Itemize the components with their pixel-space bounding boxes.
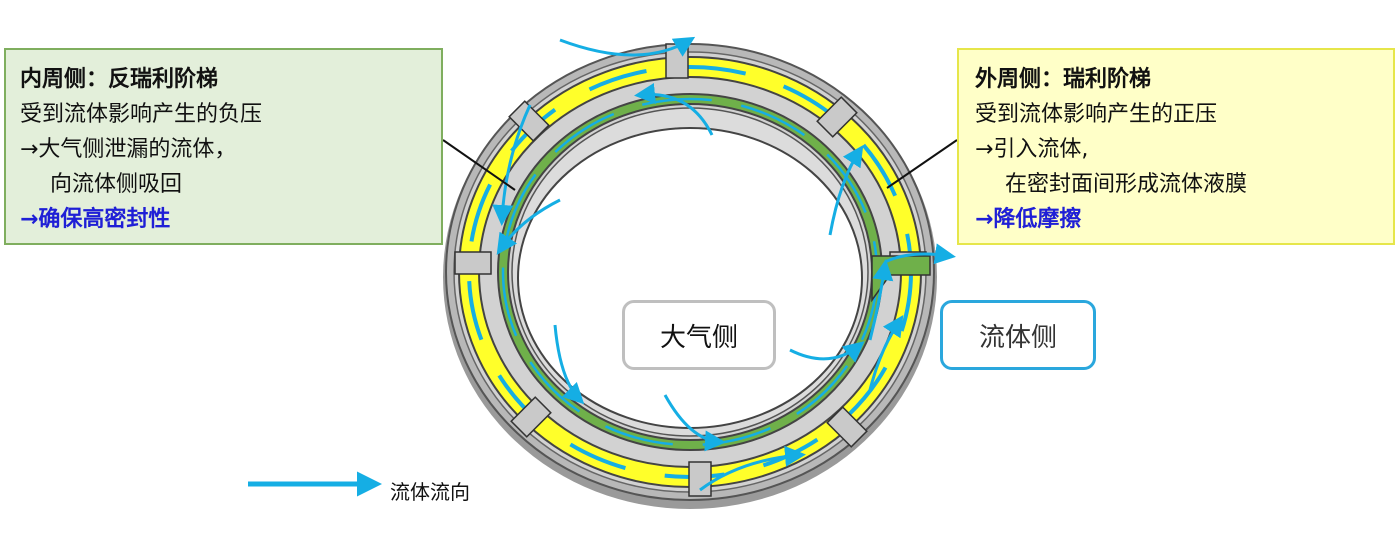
fluid-side-label: 流体侧 [940, 300, 1096, 370]
flow-arrow [496, 198, 561, 255]
inner-side-line: 受到流体影响产生的负压 [20, 102, 263, 127]
atmosphere-side-text: 大气侧 [659, 322, 738, 353]
flow-arrow [868, 315, 904, 391]
inner-side-line: →大气侧泄漏的流体， [20, 137, 237, 162]
flow-arrow [559, 36, 696, 57]
flow-arrows [492, 36, 956, 492]
flow-arrow [884, 243, 956, 265]
outer-side-line: →引入流体, [975, 137, 1089, 162]
ring-bore [511, 107, 869, 437]
right-callout-leader [886, 139, 958, 189]
inner-side-emphasis: →确保高密封性 [20, 207, 171, 232]
atmosphere-side-label: 大气侧 [622, 300, 776, 370]
legend-label: 流体流向 [390, 480, 470, 504]
outer-side-callout: 外周侧：瑞利阶梯 受到流体影响产生的正压 →引入流体, 在密封面间形成流体液膜 … [957, 48, 1395, 245]
flow-arrow [789, 341, 865, 363]
flow-arrow [634, 83, 714, 136]
left-callout-leader [442, 139, 516, 191]
flow-arrow [663, 394, 726, 452]
flow-arrow [868, 259, 894, 341]
fluid-side-text: 流体侧 [978, 322, 1057, 353]
outer-side-line: 受到流体影响产生的正压 [975, 102, 1218, 127]
inner-side-title: 内周侧：反瑞利阶梯 [20, 67, 219, 92]
flow-arrow [699, 445, 806, 492]
outer-side-line: 在密封面间形成流体液膜 [1005, 172, 1248, 197]
flow-arrow [828, 145, 864, 236]
flow-arrow [492, 104, 532, 226]
outer-side-emphasis: →降低摩擦 [975, 207, 1082, 232]
outer-side-title: 外周侧：瑞利阶梯 [975, 67, 1152, 92]
inner-side-callout: 内周侧：反瑞利阶梯 受到流体影响产生的负压 →大气侧泄漏的流体， 向流体侧吸回 … [4, 48, 443, 245]
flow-arrow [553, 324, 585, 405]
inner-side-line: 向流体侧吸回 [50, 172, 183, 197]
